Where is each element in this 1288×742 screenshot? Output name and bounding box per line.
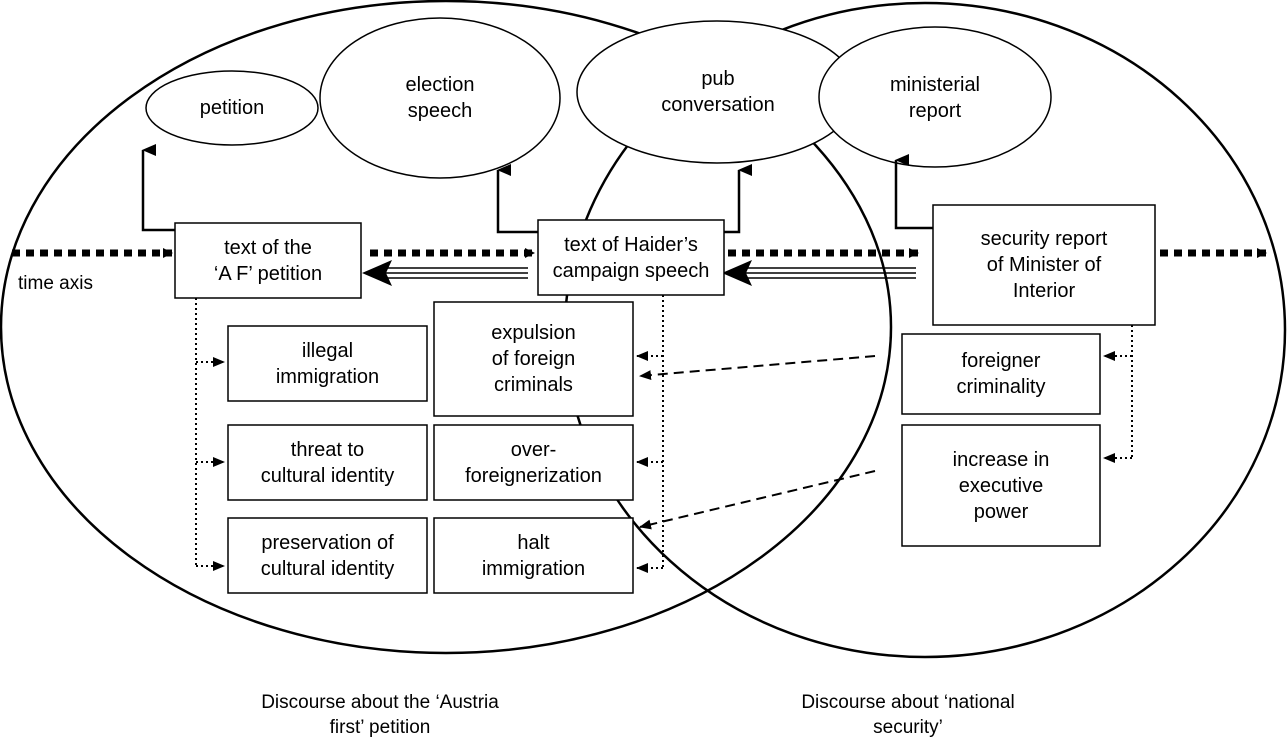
- genre-label-election-speech: election speech: [405, 74, 475, 122]
- haider-speech-text-label: text of Haider’s campaign speech: [552, 233, 710, 282]
- caption-national-security-discourse: Discourse about ‘national security’: [801, 692, 1015, 738]
- security-topic-connectors: [1103, 325, 1133, 463]
- genre-label-ministerial-report: ministerial report: [889, 74, 981, 122]
- genre-label-petition: petition: [199, 97, 265, 119]
- interdiscursive-arrow-criminality-to-expulsion: [639, 355, 876, 381]
- topic-box-executive-power: [901, 424, 1101, 547]
- austria-first-discourse-ellipse: [0, 0, 893, 655]
- topic-box-illegal-immigration: [227, 325, 428, 402]
- topic-label-over-foreignerization: over- foreignerization: [465, 438, 602, 487]
- topic-label-threat-cultural-identity: threat to cultural identity: [260, 438, 395, 487]
- petition-topic-connectors: [195, 298, 225, 571]
- topic-label-expulsion: expulsion of foreign criminals: [491, 322, 576, 396]
- topic-box-expulsion: [433, 301, 634, 417]
- speech-topic-connectors: [636, 295, 664, 573]
- intertext-arrow-report-to-speech: [722, 260, 916, 286]
- security-report-text-box: [932, 204, 1156, 326]
- time-axis-label: time axis: [18, 273, 93, 294]
- genre-link-pub-conversation: [722, 164, 752, 234]
- topic-label-illegal-immigration: illegal immigration: [275, 339, 380, 388]
- topic-box-foreigner-criminality: [901, 333, 1101, 415]
- petition-genre-ellipse: [145, 70, 319, 146]
- ministerial-report-genre-ellipse: [818, 26, 1052, 168]
- topic-label-halt-immigration: halt immigration: [481, 531, 586, 580]
- genre-link-ministerial-report: [894, 154, 933, 230]
- topic-label-preservation-cultural-identity: preservation of cultural identity: [260, 531, 395, 580]
- topic-box-preservation-cultural-identity: [227, 517, 428, 594]
- topic-box-threat-cultural-identity: [227, 424, 428, 501]
- topic-box-over-foreignerization: [433, 424, 634, 501]
- election-speech-genre-ellipse: [319, 17, 561, 179]
- intertext-arrow-speech-to-petition: [362, 260, 528, 286]
- genre-link-election-speech: [496, 164, 538, 234]
- topic-label-foreigner-criminality: foreigner criminality: [956, 350, 1046, 398]
- genre-label-pub-conversation: pub conversation: [661, 68, 775, 116]
- security-report-text-label: security report of Minister of Interior: [980, 228, 1108, 302]
- genre-link-petition: [141, 144, 175, 232]
- af-petition-text-label: text of the ‘A F’ petition: [213, 236, 323, 285]
- caption-austria-first-discourse: Discourse about the ‘Austria first’ peti…: [261, 692, 499, 738]
- af-petition-text-box: [174, 222, 362, 299]
- topic-label-executive-power: increase in executive power: [952, 448, 1050, 523]
- interdiscursive-arrow-executive-to-halt: [639, 470, 876, 530]
- topic-box-halt-immigration: [433, 517, 634, 594]
- haider-speech-text-box: [537, 219, 725, 296]
